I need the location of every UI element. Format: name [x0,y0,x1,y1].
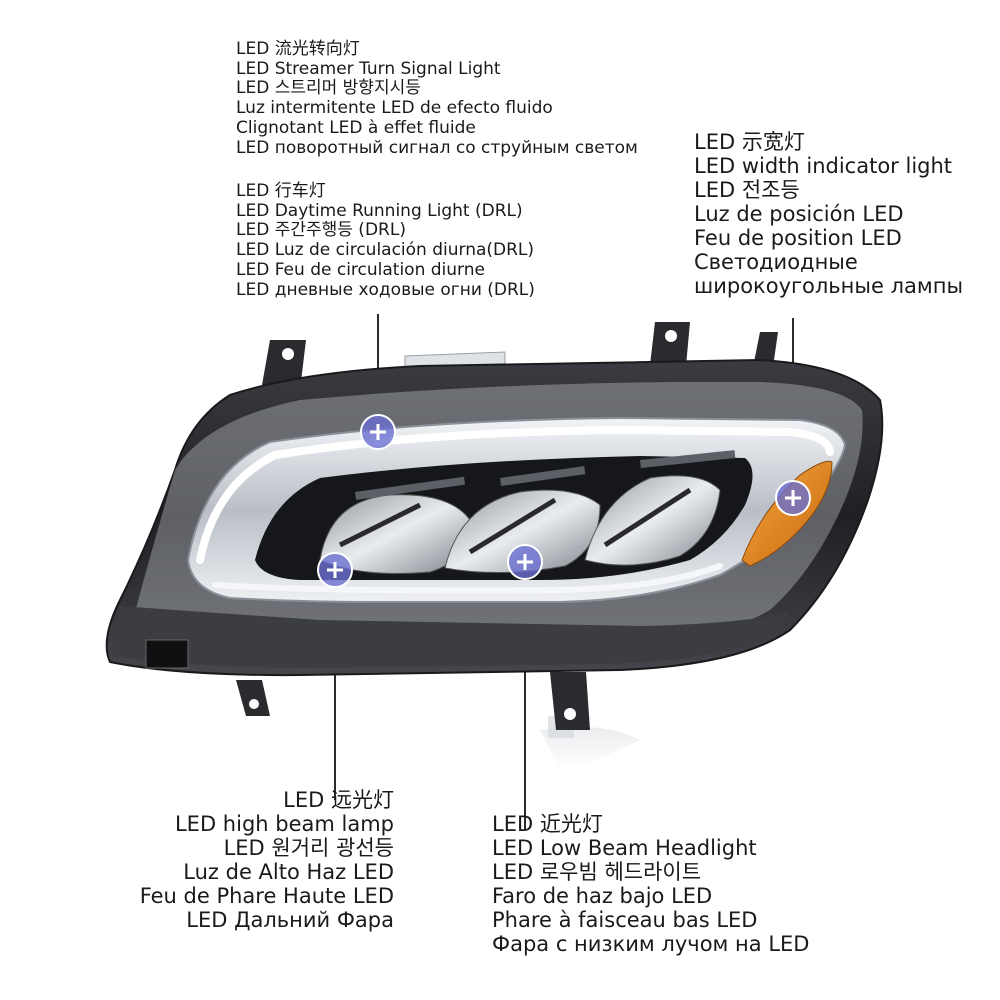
callout-line: LED 示宽灯 [694,130,805,154]
lower-trim [112,606,790,668]
streamer-turn-signal-label: LED 流光转向灯 LED Streamer Turn Signal Light… [236,39,638,158]
plus-circle-icon [360,414,396,450]
drl-label: LED 行车灯 LED Daytime Running Light (DRL) … [236,181,535,300]
callout-line: Feu de Phare Haute LED [139,884,394,908]
callout-line: LED 流光转向灯 [236,39,360,59]
callout-line: LED 원거리 광선등 [223,836,394,860]
callout-line: Светодиодные [694,250,858,274]
callout-line: Фара с низким лучом на LED [492,932,810,956]
callout-line: LED Дальний Фара [186,908,394,932]
callout-line: LED Feu de circulation diurne [236,259,485,280]
plus-circle-icon [317,552,353,588]
callout-line: Phare à faisceau bas LED [492,908,758,932]
callout-line: LED Daytime Running Light (DRL) [236,200,523,221]
lower-vent [145,639,189,669]
high-beam-label: LED 远光灯 LED high beam lamp LED 원거리 광선등 L… [140,788,394,932]
callout-line: LED width indicator light [694,154,953,178]
callout-line: Faro de haz bajo LED [492,884,713,908]
low-beam-label: LED 近光灯 LED Low Beam Headlight LED 로우빔 헤… [492,812,809,956]
callout-line: LED 远光灯 [283,788,394,812]
drl-light-guide-lower [212,563,723,594]
callout-line: LED 近光灯 [492,812,603,836]
callout-line: LED 주간주행등 (DRL) [236,220,406,241]
width-indicator-label: LED 示宽灯 LED width indicator light LED 전조… [694,130,963,298]
callout-line: LED поворотный сигнал со струйным светом [236,137,638,158]
callout-line: Luz intermitente LED de efecto fluido [236,98,553,119]
callout-line: Luz de posición LED [694,202,904,226]
callout-line: LED 行车灯 [236,181,326,201]
callout-line: Clignotant LED à effet fluide [236,117,476,138]
drl-light-guide [196,425,834,564]
callout-line: широкоугольные лампы [694,274,964,298]
callout-line: LED high beam lamp [174,812,394,836]
callout-line: LED Luz de circulación diurna(DRL) [236,240,535,261]
callout-line: Luz de Alto Haz LED [183,860,394,884]
callout-line: LED 로우빔 헤드라이트 [492,860,702,884]
callout-line: LED Streamer Turn Signal Light [236,58,501,79]
callout-line: LED 전조등 [694,178,800,202]
callout-line: LED Low Beam Headlight [492,836,757,860]
projector-lens-modules [319,475,721,574]
callout-line: Feu de position LED [694,226,902,250]
callout-line: LED 스트리머 방향지시등 [236,78,421,99]
callout-line: LED дневные ходовые огни (DRL) [236,279,535,300]
plus-circle-icon [775,480,811,516]
plus-circle-icon [507,544,543,580]
led-strips [355,450,736,500]
